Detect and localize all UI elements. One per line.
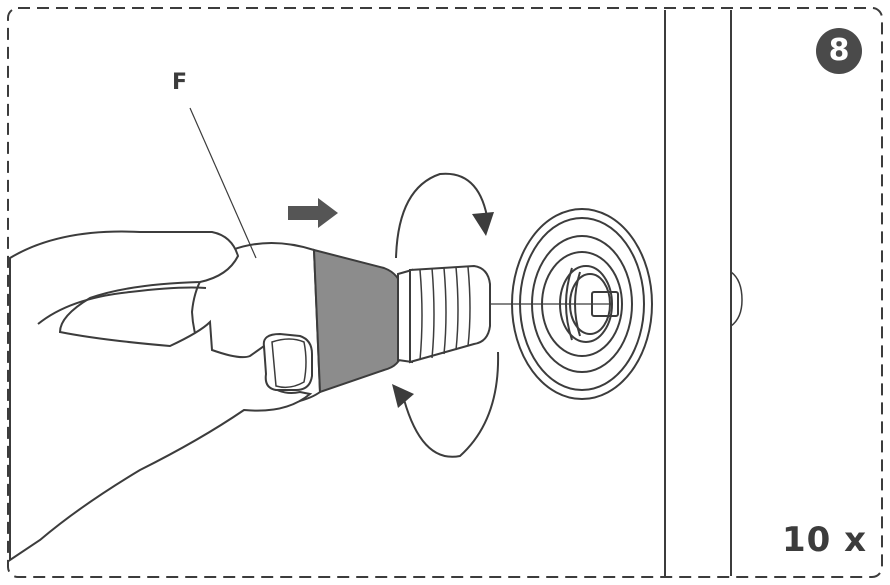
rotate-clockwise-icon [395,172,500,458]
quantity-label: 10 x [782,520,868,560]
rotate-arrowhead-bottom [392,384,414,408]
hand-back [9,230,313,562]
part-label-leader [189,107,257,259]
hand [9,230,313,562]
wall-mount-bump [730,271,743,327]
arrow-right-icon [288,198,338,228]
bulb-body [312,248,403,394]
thumbnail [271,338,307,389]
dashed-border [7,7,883,578]
hand-finger-curl [37,286,207,325]
rotate-arrowhead-top [472,212,494,236]
thumb [262,332,313,391]
step-number-badge: 8 [816,28,862,74]
part-label: F [172,70,188,95]
